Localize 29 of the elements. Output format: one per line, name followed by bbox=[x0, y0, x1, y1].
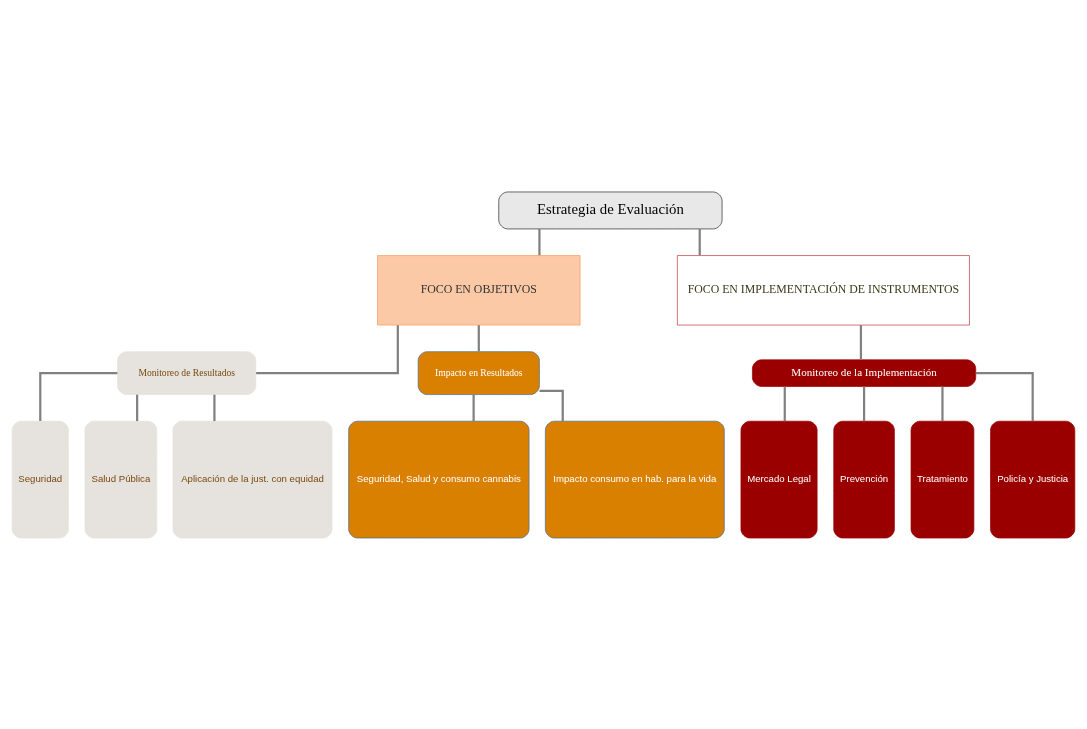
node-box: Aplicación de la just. con equidad bbox=[172, 420, 333, 538]
connector bbox=[698, 228, 701, 255]
connector bbox=[472, 394, 475, 421]
connector bbox=[538, 228, 541, 255]
node-box: Prevención bbox=[833, 420, 895, 538]
connector bbox=[256, 324, 399, 374]
node-box: Impacto consumo en hab. para la vida bbox=[545, 420, 725, 538]
connector bbox=[39, 371, 118, 421]
node-box: Impacto en Resultados bbox=[417, 350, 540, 395]
connector bbox=[539, 389, 564, 421]
connector bbox=[783, 386, 786, 421]
connector bbox=[862, 386, 866, 421]
connector bbox=[941, 386, 944, 421]
connector bbox=[477, 324, 480, 351]
node-box: Monitoreo de Resultados bbox=[117, 350, 257, 395]
node-box: Tratamiento bbox=[910, 420, 975, 538]
connector bbox=[975, 371, 1034, 421]
connector bbox=[859, 324, 863, 360]
node-box: FOCO EN IMPLEMENTACIÓN DE INSTRUMENTOS bbox=[677, 254, 970, 325]
node-box: Salud Pública bbox=[84, 420, 158, 538]
node-box: Monitoreo de la Implementación bbox=[752, 358, 977, 387]
node-box: Estrategia de Evaluación bbox=[498, 191, 723, 229]
node-box: FOCO EN OBJETIVOS bbox=[377, 254, 581, 325]
connector bbox=[136, 394, 139, 421]
node-box: Seguridad bbox=[11, 420, 69, 538]
node-box: Seguridad, Salud y consumo cannabis bbox=[348, 420, 530, 538]
node-box: Mercado Legal bbox=[740, 420, 818, 538]
node-box: Policía y Justicia bbox=[990, 420, 1076, 538]
connector bbox=[213, 394, 216, 421]
